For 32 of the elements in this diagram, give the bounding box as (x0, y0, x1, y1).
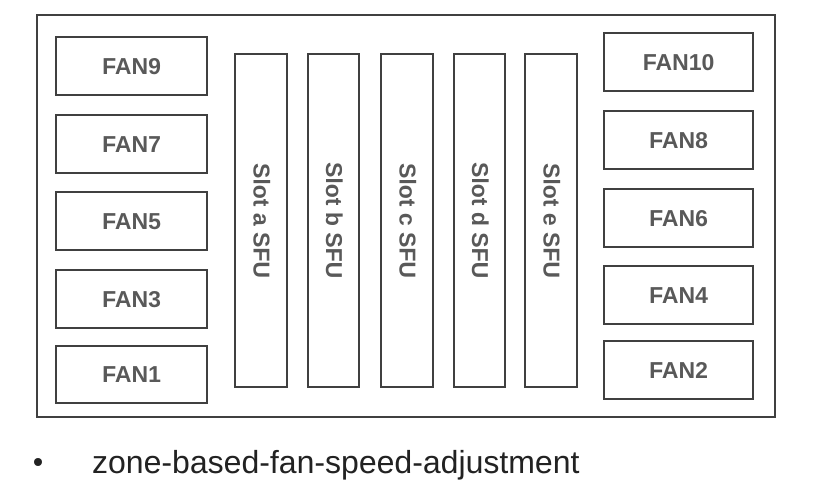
fan-box (55, 191, 208, 251)
slot-box (307, 53, 360, 388)
fan-box (55, 269, 208, 329)
fan-box (603, 110, 754, 170)
bullet-text: zone-based-fan-speed-adjustment (92, 443, 580, 482)
fan-box (603, 188, 754, 248)
fan-label: FAN5 (102, 210, 161, 232)
slot-label: Slot d SFU (468, 162, 491, 279)
slot-box (524, 53, 578, 388)
fan-label: FAN2 (649, 358, 708, 382)
fan-box (603, 32, 754, 92)
slot-box (234, 53, 288, 388)
fan-label: FAN3 (102, 288, 161, 310)
fan-label: FAN9 (102, 54, 161, 78)
slot-label: Slot b SFU (322, 162, 345, 279)
fan-label: FAN10 (642, 50, 714, 74)
fan-box (55, 36, 208, 96)
slot-box (380, 53, 434, 388)
fan-label: FAN4 (649, 284, 708, 306)
slot-label: Slot c SFU (396, 162, 418, 278)
fan-label: FAN1 (102, 363, 161, 386)
fan-box (55, 345, 208, 404)
chassis-frame (36, 14, 776, 418)
slot-box (453, 53, 506, 388)
fan-label: FAN6 (649, 206, 708, 230)
fan-label: FAN8 (649, 128, 708, 152)
fan-box (55, 114, 208, 174)
fan-label: FAN7 (102, 132, 161, 156)
slot-label: Slot a SFU (250, 162, 272, 278)
fan-box (603, 265, 754, 325)
fan-box (603, 340, 754, 400)
slot-label: Slot e SFU (540, 162, 562, 278)
